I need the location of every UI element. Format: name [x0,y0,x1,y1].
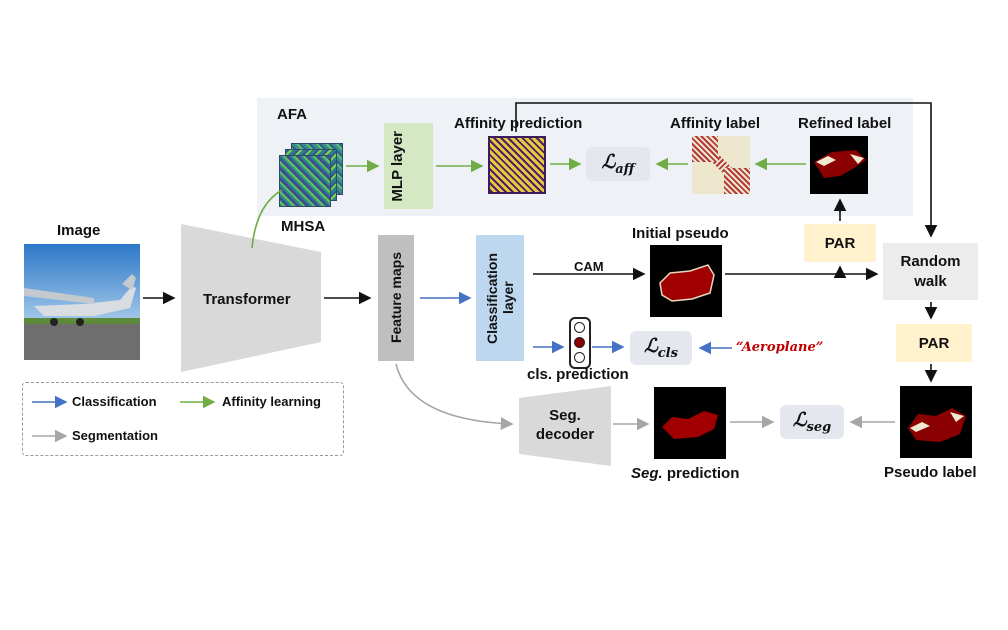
seg-prediction-italic: Seg. [631,465,663,482]
affinity-prediction-label: Affinity prediction [454,115,583,132]
pseudo-label-title: Pseudo label [884,464,977,481]
seg-decoder-label: Seg. decoder [535,407,595,443]
loss-aff-subscript: aff [615,161,635,177]
aeroplane-text: “Aeroplane” [736,340,824,355]
par-right: PAR [896,324,972,362]
random-walk: Random walk [883,243,978,300]
cls-prediction-icon [569,317,591,369]
transformer-label: Transformer [203,291,291,308]
loss-cls-subscript: cls [657,345,678,361]
cls-prediction-label: cls. prediction [527,366,629,383]
seg-prediction-label: Seg. prediction [631,465,739,482]
affinity-label-map [692,136,750,194]
arrow-features-segdecoder [395,363,514,430]
mlp-layer: MLP layer [384,123,433,209]
seg-prediction-rest: prediction [662,465,740,482]
arrow-affinity-randomwalk [515,102,938,238]
legend-classification: Classification [72,394,157,409]
seg-prediction-map [654,387,726,459]
initial-pseudo-map [650,245,722,317]
afa-title: AFA [277,106,307,123]
affinity-label-title: Affinity label [670,115,761,132]
par-right-label: PAR [918,334,950,352]
classification-layer: Classification layer [476,235,524,361]
loss-seg: ℒseg [780,405,844,439]
par-top: PAR [804,224,876,262]
refined-label-title: Refined label [798,115,892,132]
affinity-prediction-map [488,136,546,194]
loss-seg-subscript: seg [806,419,832,435]
seg-decoder [519,386,611,466]
mhsa-label: MHSA [281,218,326,235]
input-image [24,244,140,360]
afa-panel [257,98,913,216]
transformer-block [181,224,321,372]
loss-cls: ℒcls [630,331,692,365]
image-title: Image [57,222,101,239]
arrow-transformer-mhsa [251,189,283,249]
random-walk-label: Random walk [900,252,961,290]
loss-aff: ℒaff [586,147,650,181]
pseudo-label-map [900,386,972,458]
mhsa-attention-maps [279,143,343,207]
legend [22,382,344,456]
cam-label: CAM [574,259,604,274]
refined-label-map [810,136,868,194]
legend-segmentation: Segmentation [72,428,158,443]
par-top-label: PAR [824,234,856,252]
legend-affinity-learning: Affinity learning [222,394,321,409]
feature-maps: Feature maps [378,235,414,361]
initial-pseudo-label: Initial pseudo [632,225,729,242]
